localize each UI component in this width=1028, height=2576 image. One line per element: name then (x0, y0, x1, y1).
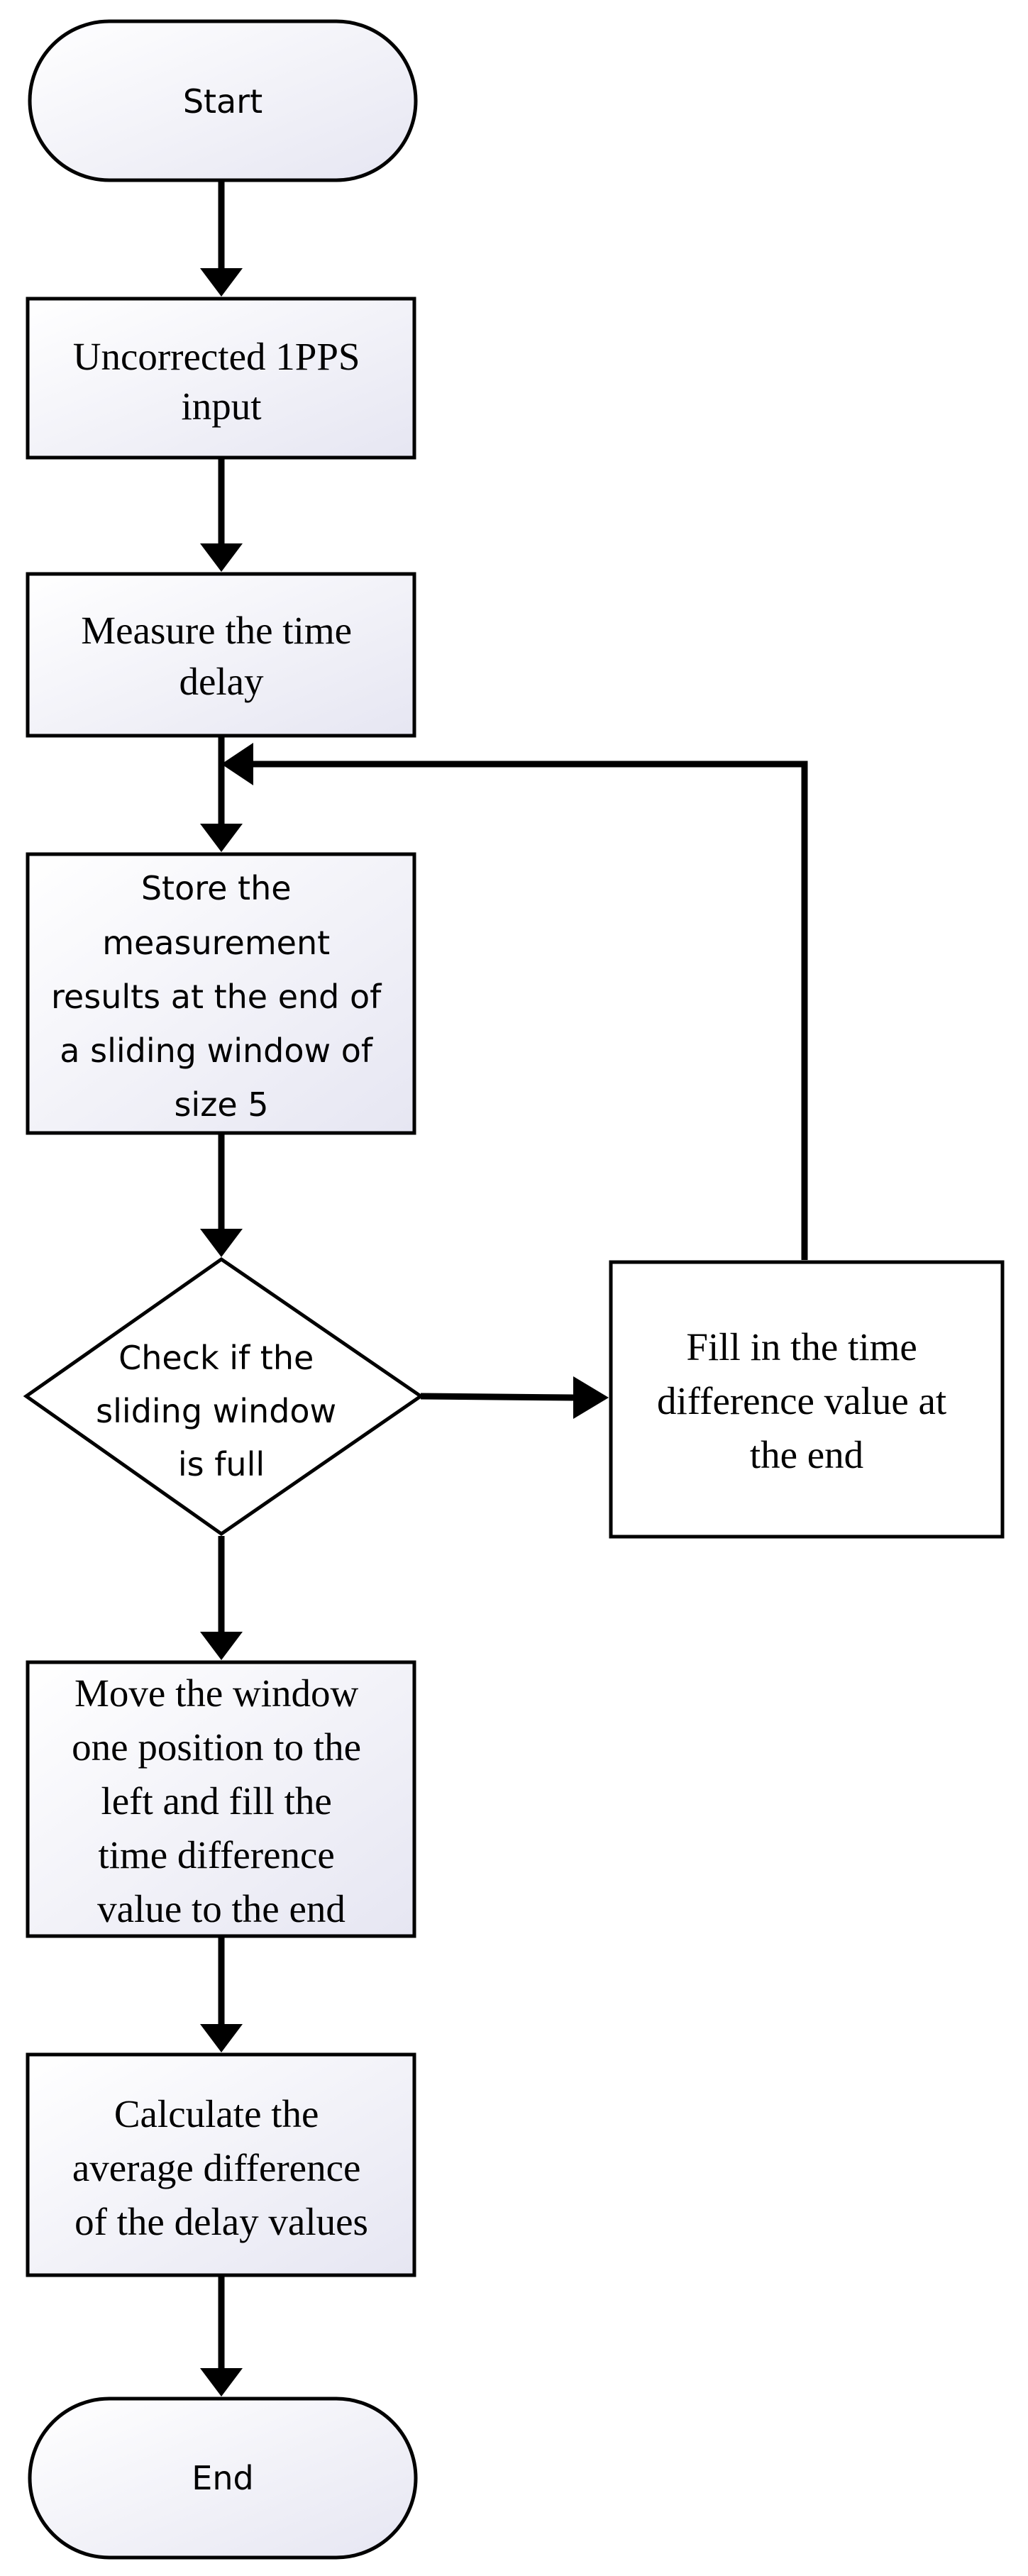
check-label: Check if the sliding window is full (96, 1339, 347, 1483)
input-label: Uncorrected 1PPS input (73, 335, 370, 428)
start-terminal: Start (28, 19, 418, 182)
calc-label: Calculate the average difference of the … (72, 2092, 370, 2243)
edge-store-to-check (200, 1133, 243, 1257)
end-terminal: End (28, 2397, 418, 2560)
edge-fill-loop-to-store (221, 743, 808, 1260)
edge-check-to-move (200, 1536, 243, 1660)
store-label: Store the measurement results at the end… (51, 869, 392, 1124)
edge-check-to-fill (420, 1376, 609, 1419)
start-label: Start (183, 82, 262, 121)
check-decision-diamond: Check if the sliding window is full (23, 1256, 424, 1537)
edge-start-to-input (200, 180, 243, 297)
edge-calc-to-end (200, 2275, 243, 2397)
fill-process-box: Fill in the time difference value at the… (609, 1260, 1005, 1539)
measure-label: Measure the time delay (81, 609, 362, 703)
measure-process-box: Measure the time delay (26, 572, 416, 738)
store-process-box: Store the measurement results at the end… (26, 852, 416, 1135)
edge-move-to-calc (200, 1936, 243, 2052)
fill-label: Fill in the time difference value at the… (657, 1325, 956, 1476)
edge-measure-to-store (200, 736, 243, 852)
move-label: Move the window one position to the left… (72, 1671, 371, 1930)
end-label: End (192, 2459, 253, 2497)
edge-input-to-measure (200, 458, 243, 572)
connectors (200, 180, 808, 2397)
move-process-box: Move the window one position to the left… (26, 1660, 416, 1938)
input-process-box: Uncorrected 1PPS input (26, 297, 416, 460)
calc-process-box: Calculate the average difference of the … (26, 2052, 416, 2277)
